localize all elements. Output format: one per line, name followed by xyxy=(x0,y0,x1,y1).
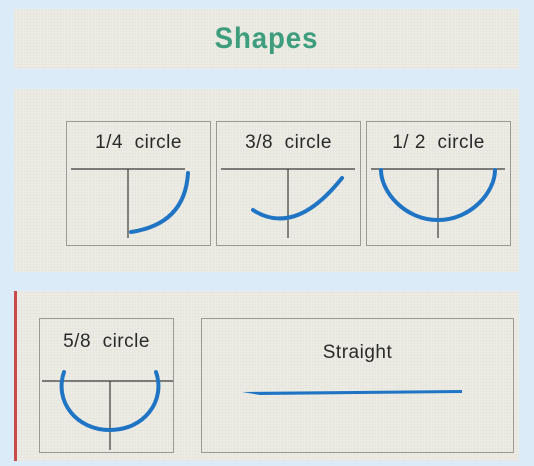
page-title: Shapes xyxy=(214,22,319,55)
quarter-circle-label: 1/4 circle xyxy=(95,132,182,153)
straight-card: Straight xyxy=(201,318,514,453)
three-eighths-circle-needle xyxy=(251,176,344,221)
three-eighths-circle-card: 3/8 circle xyxy=(216,121,361,246)
quarter-circle-card: 1/4 circle xyxy=(66,121,211,246)
half-circle-needle xyxy=(379,168,497,223)
three-eighths-circle-label: 3/8 circle xyxy=(245,132,332,153)
top-shapes-panel: 1/4 circle 3/8 circle 1/ 2 circle xyxy=(14,89,519,272)
quarter-circle-needle xyxy=(129,171,190,234)
five-eighths-circle-label: 5/8 circle xyxy=(63,331,150,352)
half-circle-diagram xyxy=(371,168,505,238)
five-eighths-circle-card: 5/8 circle xyxy=(39,318,174,453)
title-panel: Shapes xyxy=(14,9,519,69)
quarter-circle-diagram xyxy=(71,168,190,238)
five-eighths-circle-diagram xyxy=(42,370,173,450)
left-accent-bar xyxy=(14,291,17,461)
straight-needle xyxy=(242,390,462,395)
straight-diagram xyxy=(242,390,462,395)
bottom-shapes-panel: 5/8 circle Straight xyxy=(14,291,519,461)
half-circle-card: 1/ 2 circle xyxy=(366,121,511,246)
straight-label: Straight xyxy=(322,342,393,363)
three-eighths-circle-diagram xyxy=(221,168,355,238)
half-circle-label: 1/ 2 circle xyxy=(392,132,485,153)
five-eighths-circle-needle xyxy=(59,370,161,433)
